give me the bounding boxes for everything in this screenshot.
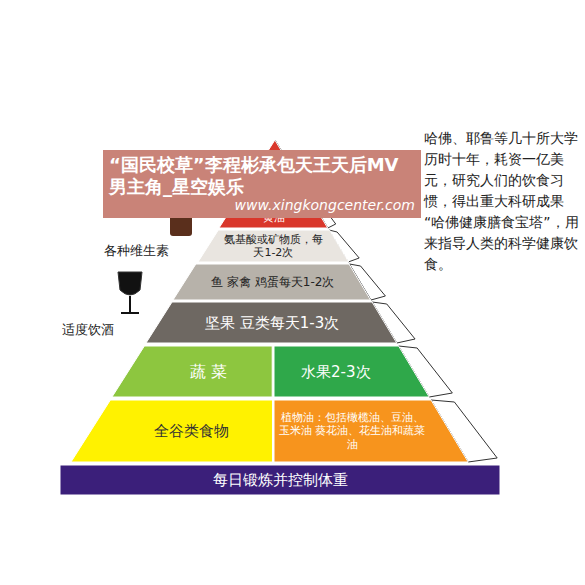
description-paragraph: 哈佛、耶鲁等几十所大学历时十年，耗资一亿美元，研究人们的饮食习惯，得出重大科研成… bbox=[424, 128, 582, 275]
band-text-area: 每日锻炼并控制体重 bbox=[64, 465, 496, 495]
pyramid-band: 坚果 豆类每天1-3次 bbox=[146, 302, 397, 343]
pyramid-band: 氨基酸或矿物质，每天1-2次 bbox=[198, 230, 349, 262]
band-fill bbox=[71, 400, 272, 462]
watermark-banner: “国民校草”李程彬承包天王天后MV男主角_星空娱乐 bbox=[103, 150, 421, 197]
band-fill bbox=[112, 346, 272, 397]
pyramid-band: 植物油：包括橄榄油、豆油、玉米油 葵花油、花生油和蔬菜油 bbox=[274, 400, 468, 462]
band-label: 水果2-3次 bbox=[301, 363, 371, 381]
band-label: 植物油：包括橄榄油、豆油、玉米油 葵花油、花生油和蔬菜油 bbox=[277, 411, 427, 451]
pyramid-band: 水果2-3次 bbox=[274, 346, 429, 397]
band-fill bbox=[173, 264, 371, 300]
band-label: 鱼 家禽 鸡蛋每天1-2次 bbox=[211, 275, 334, 289]
pyramid-band: 全谷类食物 bbox=[71, 400, 272, 462]
band-text-area: 水果2-3次 bbox=[277, 346, 395, 397]
band-label: 每日锻炼并控制体重 bbox=[213, 471, 348, 489]
wine-glass-stem bbox=[129, 296, 131, 312]
band-fill bbox=[146, 302, 397, 343]
band-label: 氨基酸或矿物质，每天1-2次 bbox=[221, 233, 326, 259]
pyramid-band: 蔬 菜 bbox=[112, 346, 272, 397]
band-fill bbox=[274, 346, 429, 397]
band-text-area: 全谷类食物 bbox=[114, 400, 269, 462]
wine-glass-foot bbox=[121, 312, 139, 314]
side-note: 各种维生素 bbox=[104, 243, 194, 259]
band-fill bbox=[198, 230, 349, 262]
band-fill bbox=[274, 400, 468, 462]
pyramid-band: 鱼 家禽 鸡蛋每天1-2次 bbox=[173, 264, 371, 300]
band-text-area: 蔬 菜 bbox=[148, 346, 269, 397]
watermark-url: www.xingkongcenter.com bbox=[103, 197, 421, 218]
band-text-area: 植物油：包括橄榄油、豆油、玉米油 葵花油、花生油和蔬菜油 bbox=[277, 400, 427, 462]
band-text-area: 氨基酸或矿物质，每天1-2次 bbox=[221, 230, 326, 262]
band-label: 蔬 菜 bbox=[190, 362, 227, 381]
pyramid-band: 每日锻炼并控制体重 bbox=[60, 465, 500, 495]
band-text-area: 鱼 家禽 鸡蛋每天1-2次 bbox=[199, 264, 346, 300]
band-text-area: 坚果 豆类每天1-3次 bbox=[175, 302, 369, 343]
band-label: 全谷类食物 bbox=[154, 422, 229, 440]
band-label: 坚果 豆类每天1-3次 bbox=[205, 314, 339, 332]
band-fill bbox=[60, 465, 500, 495]
side-note: 适度饮酒 bbox=[62, 322, 142, 338]
wine-glass bbox=[118, 272, 142, 295]
